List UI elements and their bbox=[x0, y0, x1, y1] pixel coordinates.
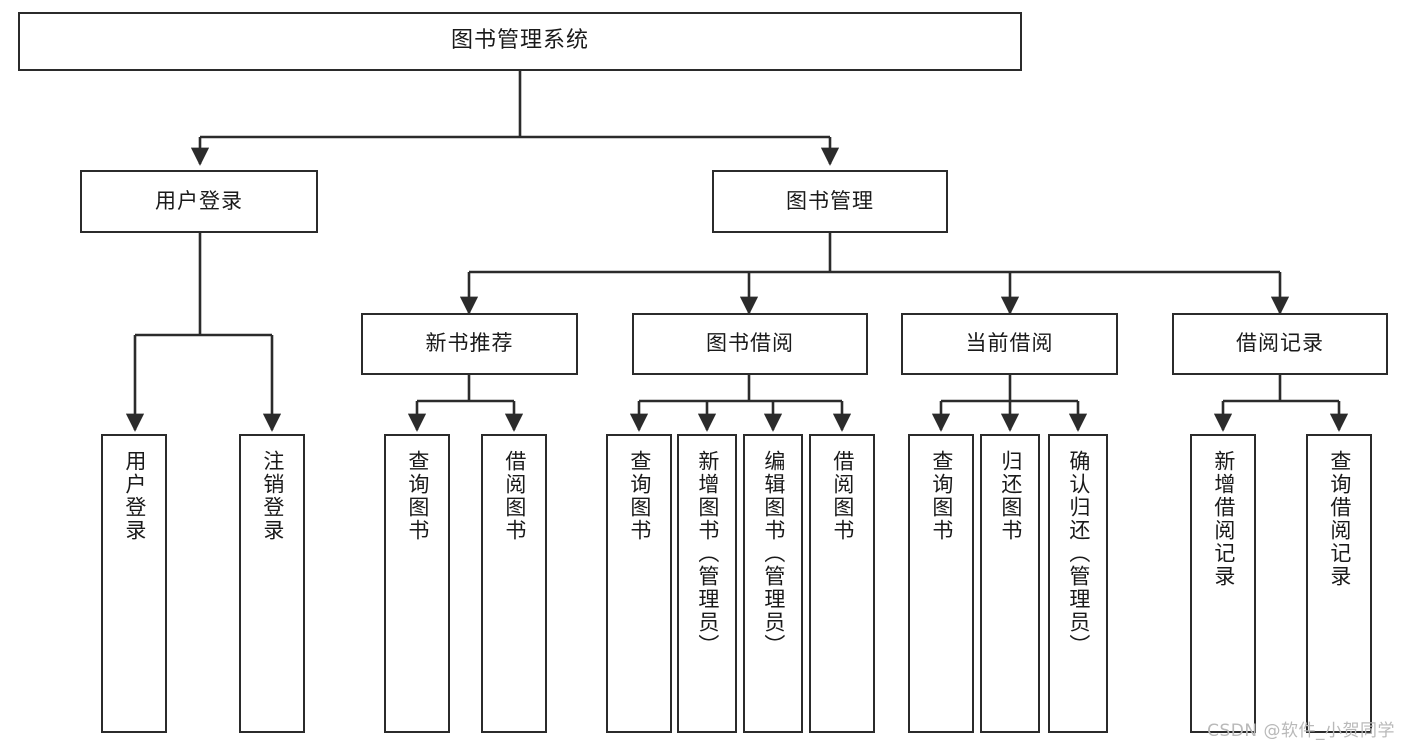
node-book-borrow[interactable]: 图书借阅 bbox=[632, 313, 868, 375]
node-label: 当前借阅 bbox=[965, 331, 1054, 356]
node-leaf-edit-book[interactable]: 编辑图书（管理员） bbox=[743, 434, 803, 733]
node-label: 借阅图书 bbox=[502, 450, 527, 542]
node-label: 借阅记录 bbox=[1236, 331, 1324, 356]
node-label: 用户登录 bbox=[122, 450, 147, 542]
node-label: 编辑图书（管理员） bbox=[761, 450, 786, 657]
node-leaf-query-book-2[interactable]: 查询图书 bbox=[606, 434, 672, 733]
node-leaf-confirm-return[interactable]: 确认归还（管理员） bbox=[1048, 434, 1108, 733]
node-user-login[interactable]: 用户登录 bbox=[80, 170, 318, 233]
node-label: 确认归还（管理员） bbox=[1066, 450, 1091, 657]
node-label: 查询图书 bbox=[929, 450, 954, 542]
node-leaf-query-record[interactable]: 查询借阅记录 bbox=[1306, 434, 1372, 733]
node-label: 借阅图书 bbox=[830, 450, 855, 542]
node-label: 查询图书 bbox=[627, 450, 652, 542]
node-root-book-management-system[interactable]: 图书管理系统 bbox=[18, 12, 1022, 71]
node-label: 图书管理系统 bbox=[450, 28, 589, 54]
node-label: 查询借阅记录 bbox=[1327, 450, 1352, 588]
node-label: 注销登录 bbox=[260, 450, 285, 542]
watermark-text: CSDN @软件_小贺同学 bbox=[1207, 721, 1395, 741]
node-leaf-borrow-book-1[interactable]: 借阅图书 bbox=[481, 434, 547, 733]
node-label: 用户登录 bbox=[155, 188, 243, 213]
node-label: 图书借阅 bbox=[706, 331, 794, 356]
node-leaf-add-record[interactable]: 新增借阅记录 bbox=[1190, 434, 1256, 733]
node-leaf-query-book-1[interactable]: 查询图书 bbox=[384, 434, 450, 733]
node-leaf-user-login[interactable]: 用户登录 bbox=[101, 434, 167, 733]
node-label: 新增图书（管理员） bbox=[695, 450, 720, 657]
node-label: 归还图书 bbox=[998, 450, 1023, 542]
node-leaf-add-book[interactable]: 新增图书（管理员） bbox=[677, 434, 737, 733]
node-current-borrow[interactable]: 当前借阅 bbox=[901, 313, 1118, 375]
node-leaf-return-book[interactable]: 归还图书 bbox=[980, 434, 1040, 733]
node-book-manage[interactable]: 图书管理 bbox=[712, 170, 948, 233]
node-label: 新增借阅记录 bbox=[1211, 450, 1236, 588]
node-leaf-borrow-book-2[interactable]: 借阅图书 bbox=[809, 434, 875, 733]
node-label: 图书管理 bbox=[786, 188, 874, 213]
node-new-book-recommend[interactable]: 新书推荐 bbox=[361, 313, 578, 375]
node-borrow-record[interactable]: 借阅记录 bbox=[1172, 313, 1388, 375]
node-label: 新书推荐 bbox=[425, 331, 514, 356]
node-leaf-query-book-3[interactable]: 查询图书 bbox=[908, 434, 974, 733]
node-leaf-user-logout[interactable]: 注销登录 bbox=[239, 434, 305, 733]
node-label: 查询图书 bbox=[405, 450, 430, 542]
